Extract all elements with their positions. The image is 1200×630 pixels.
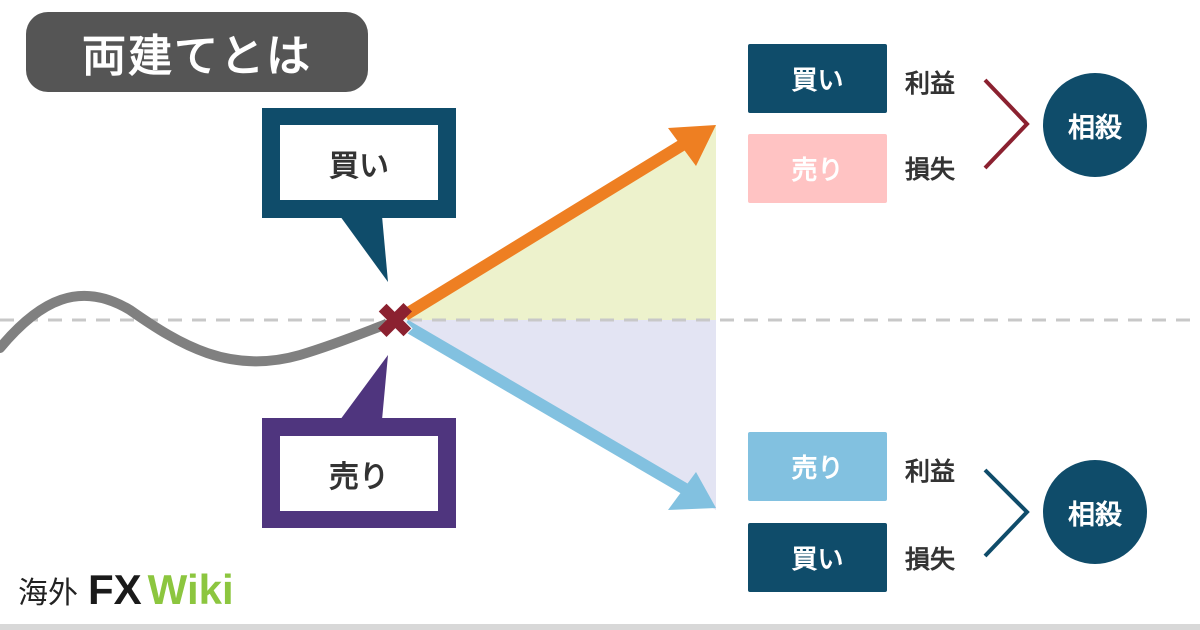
buy-callout-label: 買い [329, 148, 389, 184]
page-title: 両建てとは [26, 12, 368, 92]
bottom-sell-position: 売り [748, 432, 887, 501]
top-loss-label: 損失 [905, 155, 956, 184]
top-offset-circle: 相殺 [1043, 73, 1147, 177]
top-bracket [983, 78, 1030, 170]
top-profit-label: 利益 [905, 69, 956, 98]
price-curve [0, 290, 397, 367]
bottom-buy-position: 買い [748, 523, 887, 592]
site-logo: 海外 FX Wiki [18, 560, 234, 620]
buy-arrow-head [668, 125, 716, 166]
bottom-profit-label: 利益 [905, 457, 956, 486]
logo-prefix: 海外 [18, 576, 78, 611]
sell-callout [262, 355, 456, 528]
buy-callout [262, 108, 456, 282]
entry-x-marker [377, 302, 413, 338]
logo-wiki: Wiki [147, 566, 234, 613]
top-sell-position: 売り [748, 134, 887, 203]
bottom-divider [0, 624, 1200, 630]
logo-fx: FX [88, 566, 142, 613]
buy-arrow-line [401, 133, 696, 321]
bottom-bracket [983, 468, 1030, 558]
bottom-offset-circle: 相殺 [1043, 460, 1147, 564]
sell-arrow-head [668, 472, 716, 510]
sell-callout-label: 売り [329, 459, 389, 495]
top-buy-position: 買い [748, 44, 887, 113]
bottom-loss-label: 損失 [905, 545, 956, 574]
sell-arrow-line [401, 319, 696, 499]
